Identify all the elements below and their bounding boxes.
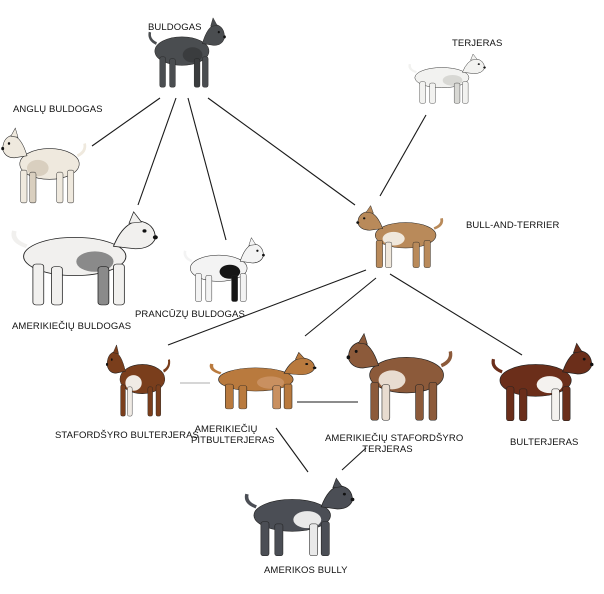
connection-line xyxy=(137,97,177,206)
dog-illustration-anglu xyxy=(1,127,87,204)
dog-illustration-amstaff xyxy=(346,332,453,421)
label-anglu-buldogas: ANGLŲ BULDOGAS xyxy=(13,104,103,115)
connection-line xyxy=(275,427,309,473)
dog-illustration-amerikieciu_buldogas xyxy=(11,211,158,306)
dog-illustration-buldogas xyxy=(148,17,226,88)
dog-illustration-pitbul xyxy=(209,351,317,410)
label-pitbulterjeras: AMERIKIEČIŲ PITBULTERJERAS xyxy=(191,424,275,446)
label-buldogas: BULDOGAS xyxy=(148,22,202,33)
label-amstaff: AMERIKIEČIŲ STAFORDŠYRO TERJERAS xyxy=(325,433,464,455)
connection-line xyxy=(167,269,367,346)
connection-line xyxy=(91,97,161,147)
connection-line xyxy=(389,273,523,356)
label-line: TERJERAS xyxy=(362,444,413,455)
connection-line xyxy=(379,114,427,197)
label-terjeras: TERJERAS xyxy=(452,38,503,49)
label-prancuzu-buldogas: PRANCŪZŲ BULDOGAS xyxy=(135,309,245,320)
label-amerikos-bully: AMERIKOS BULLY xyxy=(264,565,348,576)
connection-line xyxy=(304,277,377,337)
dog-illustration-bulterjeras xyxy=(491,342,594,422)
connection-line xyxy=(341,447,367,471)
label-bulterjeras: BULTERJERAS xyxy=(510,437,579,448)
label-stafordsyro-bulterjeras: STAFORDŠYRO BULTERJERAS xyxy=(55,430,199,441)
connection-line xyxy=(187,97,227,241)
connection-line xyxy=(207,97,356,206)
dog-illustration-prancuzu xyxy=(183,237,265,302)
label-line: PITBULTERJERAS xyxy=(191,435,275,446)
label-amerikieciu-buldogas: AMERIKIEČIŲ BULDOGAS xyxy=(12,321,132,332)
label-bull-and-terrier: BULL-AND-TERRIER xyxy=(466,220,560,231)
label-line: AMERIKIEČIŲ xyxy=(194,424,258,435)
label-line: AMERIKIEČIŲ STAFORDŠYRO xyxy=(325,433,464,444)
dog-illustration-terjeras xyxy=(408,53,486,104)
dog-illustration-bully xyxy=(244,477,355,557)
dog-illustration-bullterrier xyxy=(356,205,444,268)
dog-illustration-stafordsyro xyxy=(105,344,171,417)
